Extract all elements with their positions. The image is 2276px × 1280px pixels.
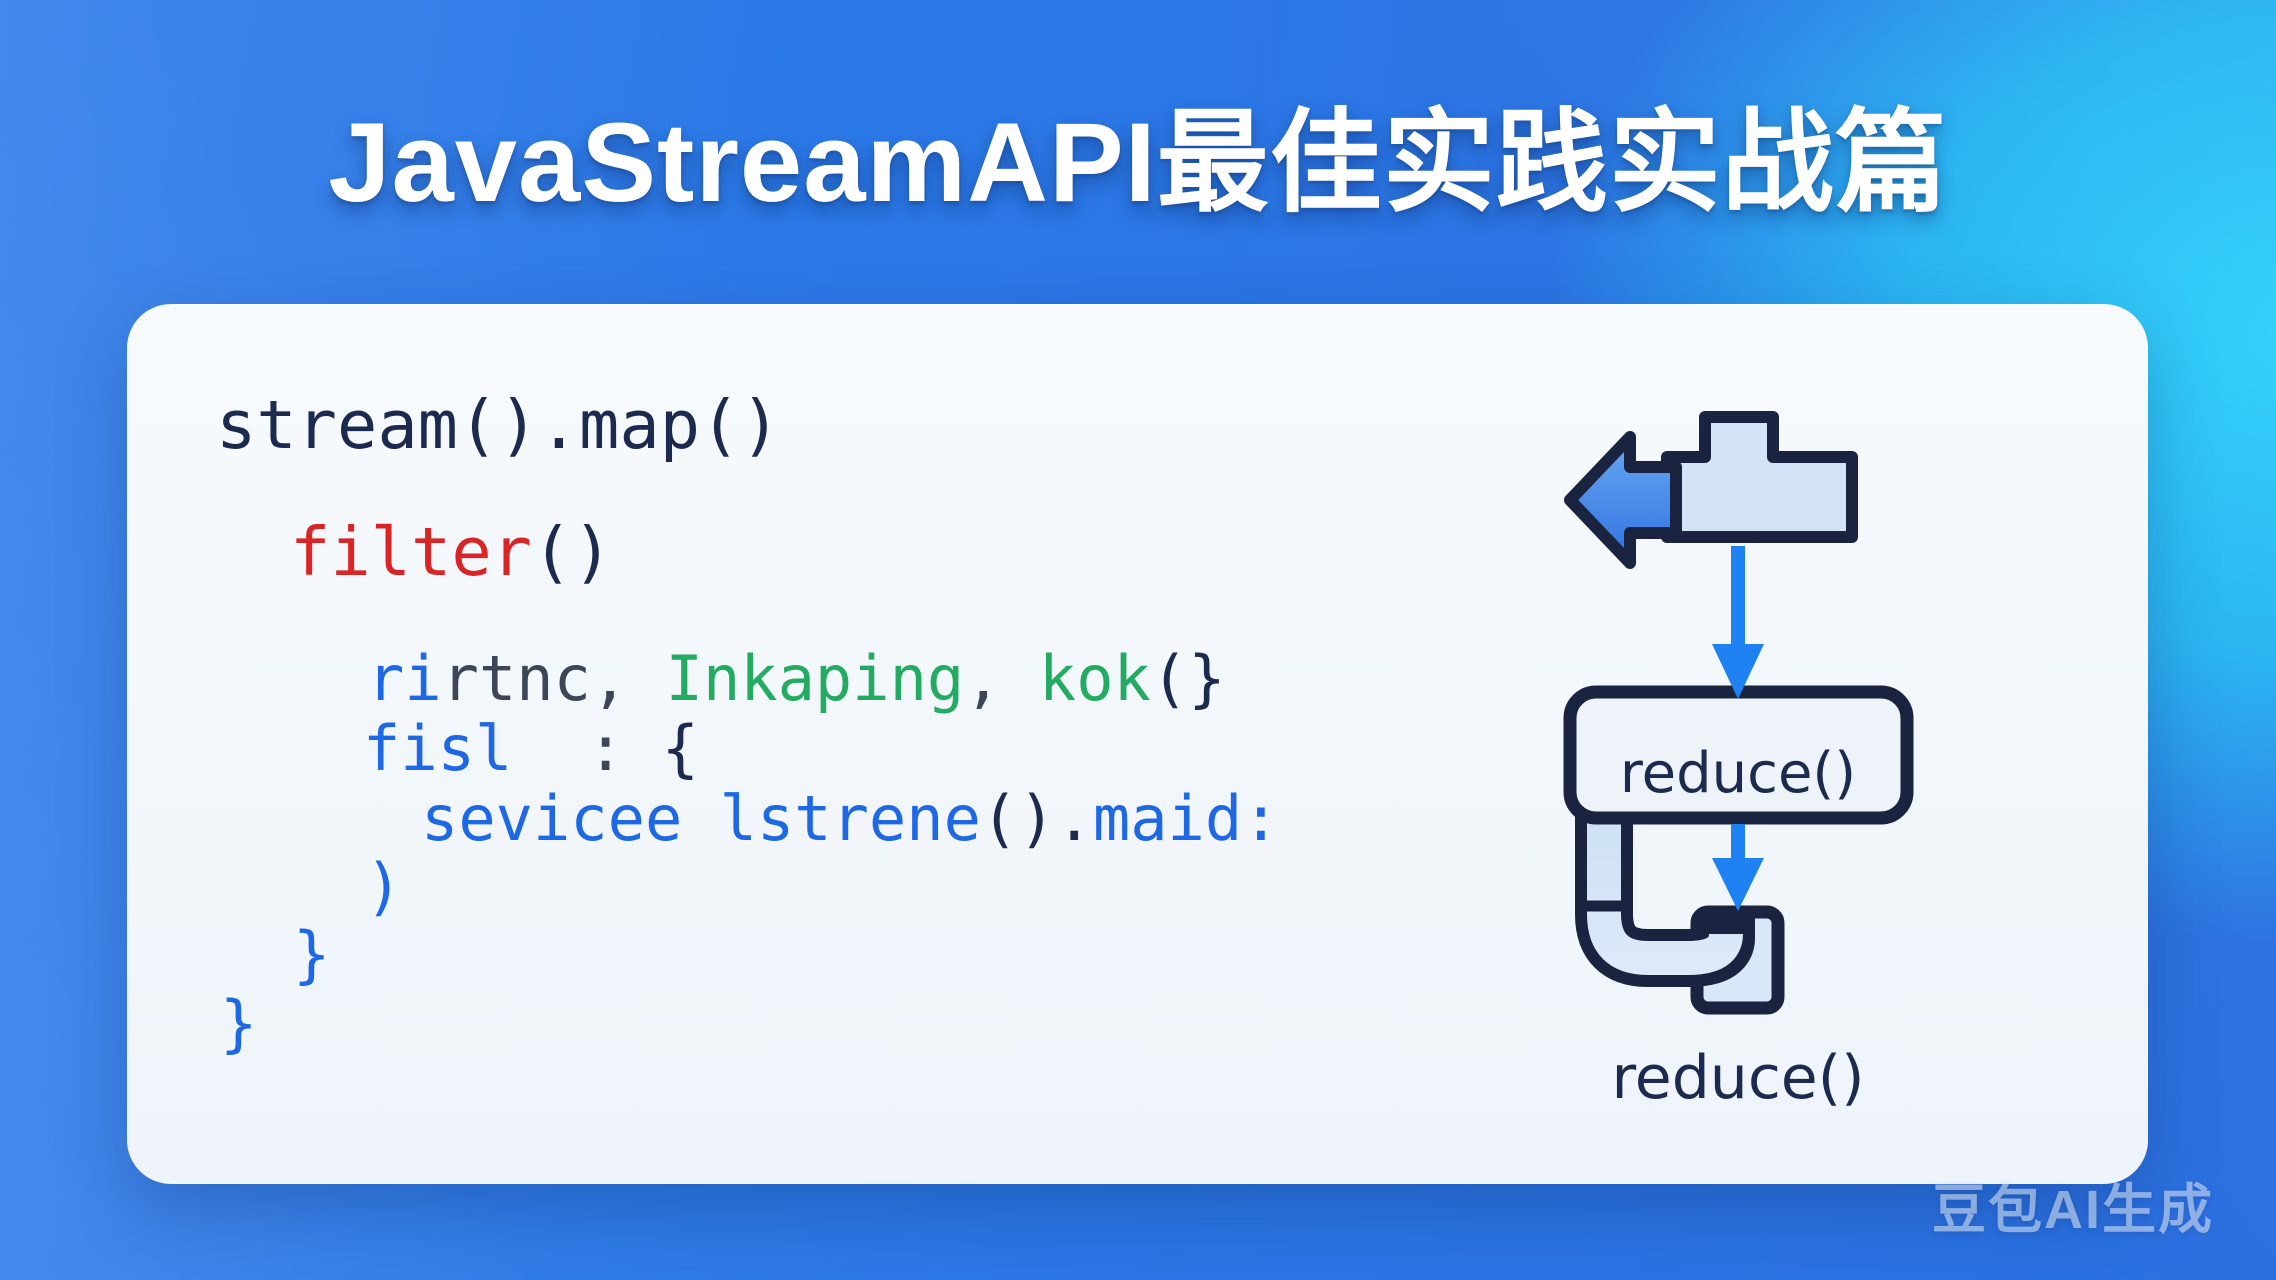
left-arrow <box>1564 431 1682 569</box>
code-segment: } <box>220 987 258 1060</box>
code-segment: () <box>532 513 613 591</box>
reduce-box-label: reduce() <box>1620 741 1856 806</box>
ai-watermark: 豆包AI生成 <box>1932 1180 2214 1240</box>
code-segment: sevicee lstrene <box>421 782 981 855</box>
code-segment: maid: <box>1092 782 1280 855</box>
code-segment: kok <box>1038 642 1151 715</box>
down-arrow-1 <box>1712 546 1764 699</box>
code-segment: ) <box>365 850 403 923</box>
code-segment: } <box>293 918 331 991</box>
t-pipe-fitting <box>1661 411 1858 543</box>
code-line-close-brace-1: } <box>293 924 330 986</box>
code-line-filter: filter() <box>290 519 613 586</box>
code-segment: fisl <box>363 712 513 785</box>
down-arrow-2 <box>1712 824 1764 911</box>
code-segment: rtnc, <box>441 642 666 715</box>
code-line-close-brace-2: } <box>220 993 257 1055</box>
code-line-close-paren: ) <box>365 856 402 918</box>
code-segment: (). <box>980 782 1093 855</box>
code-segment: Inkaping <box>665 642 965 715</box>
page-title: JavaStreamAPI最佳实践实战篇 <box>328 100 1948 225</box>
code-segment: stream().map() <box>216 386 781 464</box>
code-line-sevicee: sevicee lstrene().maid: <box>421 788 1280 850</box>
elbow-pipe-fill <box>1587 804 1743 975</box>
code-line-stream-map: stream().map() <box>216 392 781 459</box>
code-segment: { <box>624 712 699 785</box>
code-segment: , <box>964 642 1039 715</box>
reduce-bottom-label: reduce() <box>1611 1043 1864 1113</box>
stream-flow-diagram: reduce() reduce() <box>1563 411 1914 1113</box>
code-line-args: rirtnc, Inkaping, kok(} <box>367 648 1226 710</box>
code-segment: ri <box>367 642 442 715</box>
code-segment: : <box>512 712 625 785</box>
code-line-fisl: fisl : { <box>363 718 699 780</box>
code-segment: filter <box>290 513 533 591</box>
code-segment: (} <box>1150 642 1226 715</box>
